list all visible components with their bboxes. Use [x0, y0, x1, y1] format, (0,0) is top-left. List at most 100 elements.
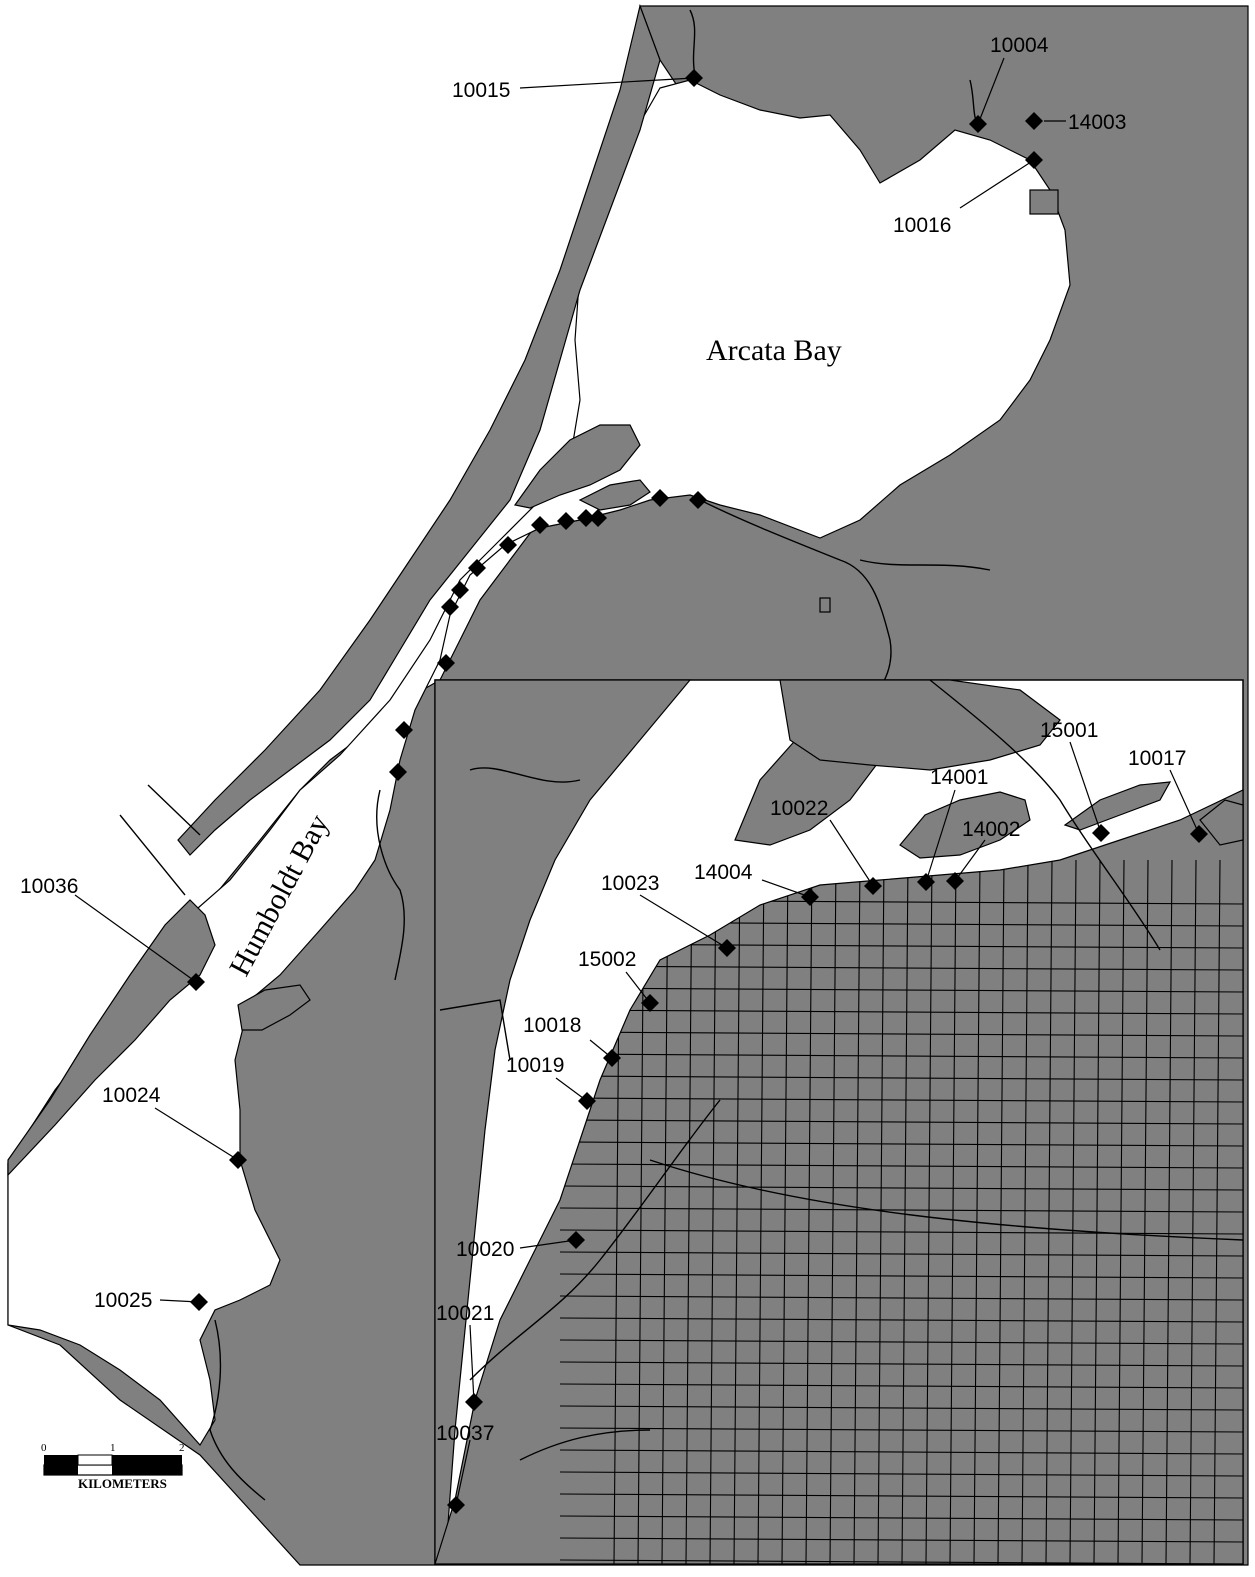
street — [559, 987, 1243, 993]
street — [559, 1559, 1243, 1564]
street — [559, 1339, 1243, 1345]
street — [559, 965, 1243, 971]
street — [559, 1515, 1243, 1521]
scale-tick-0: 0 — [41, 1442, 47, 1454]
station-marker[interactable] — [567, 1231, 585, 1249]
street — [1141, 859, 1149, 1564]
street — [733, 859, 741, 1564]
street — [559, 1493, 1243, 1499]
station-marker[interactable] — [1092, 824, 1110, 842]
island-small — [578, 479, 651, 511]
street — [559, 1449, 1243, 1455]
station-marker[interactable] — [864, 877, 882, 895]
station-marker[interactable] — [589, 509, 607, 527]
station-marker[interactable] — [1025, 112, 1043, 130]
label-10022: 10022 — [770, 797, 828, 820]
leader-lines — [74, 57, 1200, 1506]
street — [559, 1537, 1243, 1543]
island-bay — [237, 984, 311, 1031]
street — [559, 1405, 1243, 1411]
street — [709, 859, 717, 1564]
street — [1021, 859, 1029, 1564]
street — [559, 1229, 1243, 1235]
station-labels: 10015 10004 14003 10016 10036 10024 1002… — [20, 34, 1186, 1445]
label-10018: 10018 — [523, 1014, 581, 1037]
station-marker[interactable] — [389, 763, 407, 781]
station-marker[interactable] — [641, 994, 659, 1012]
street — [559, 1097, 1243, 1103]
station-marker[interactable] — [603, 1049, 621, 1067]
street — [685, 859, 693, 1564]
label-10016: 10016 — [893, 214, 951, 237]
station-marker[interactable] — [801, 888, 819, 906]
station-marker[interactable] — [447, 1496, 465, 1514]
station-marker[interactable] — [437, 654, 455, 672]
station-markers — [187, 69, 1208, 1514]
street — [559, 1075, 1243, 1081]
street — [559, 1163, 1243, 1169]
scale-bar: 0 1 2 KILOMETERS — [41, 1442, 185, 1491]
station-marker[interactable] — [187, 973, 205, 991]
north-spit — [177, 3, 661, 856]
station-marker[interactable] — [577, 509, 595, 527]
station-marker[interactable] — [1190, 825, 1208, 843]
street — [559, 1317, 1243, 1323]
label-15001: 15001 — [1040, 719, 1098, 742]
station-marker[interactable] — [557, 512, 575, 530]
street — [559, 1031, 1243, 1037]
station-marker[interactable] — [229, 1151, 247, 1169]
label-14001: 14001 — [930, 766, 988, 789]
street — [559, 1361, 1243, 1367]
inset-map — [434, 679, 1244, 1565]
station-marker[interactable] — [499, 536, 517, 554]
label-10017: 10017 — [1128, 747, 1186, 770]
station-marker[interactable] — [395, 721, 413, 739]
label-14002: 14002 — [962, 818, 1020, 841]
station-marker[interactable] — [946, 872, 964, 890]
label-14003: 14003 — [1068, 111, 1126, 134]
label-10015: 10015 — [452, 79, 510, 102]
station-marker[interactable] — [685, 69, 703, 87]
scale-tick-2: 2 — [179, 1442, 185, 1454]
station-marker[interactable] — [441, 598, 459, 616]
station-marker[interactable] — [718, 939, 736, 957]
south-spit — [7, 899, 216, 1177]
street — [559, 1009, 1243, 1015]
street — [757, 859, 765, 1564]
street — [559, 1383, 1243, 1389]
street — [805, 859, 813, 1564]
scale-unit: KILOMETERS — [78, 1476, 167, 1491]
street — [1069, 859, 1077, 1564]
label-14004: 14004 — [694, 861, 753, 884]
station-marker[interactable] — [465, 1393, 483, 1411]
station-marker[interactable] — [689, 491, 707, 509]
label-10023: 10023 — [601, 872, 659, 895]
label-10025: 10025 — [94, 1289, 152, 1312]
inset-mainland — [434, 789, 1244, 1565]
label-arcata-bay: Arcata Bay — [706, 334, 842, 367]
street — [901, 859, 909, 1564]
inset-island-woodley — [899, 791, 1031, 859]
station-marker[interactable] — [1025, 151, 1043, 169]
street — [661, 859, 669, 1564]
street — [877, 859, 885, 1564]
station-marker[interactable] — [651, 489, 669, 507]
station-marker[interactable] — [451, 581, 469, 599]
label-10021: 10021 — [436, 1302, 494, 1325]
street — [1093, 859, 1101, 1564]
street — [829, 859, 837, 1564]
station-marker[interactable] — [468, 559, 486, 577]
bay-water — [7, 79, 1071, 1447]
street — [949, 859, 957, 1564]
street — [559, 1141, 1243, 1147]
station-marker[interactable] — [917, 873, 935, 891]
street — [853, 859, 861, 1564]
station-marker[interactable] — [969, 115, 987, 133]
station-marker[interactable] — [190, 1293, 208, 1311]
label-15002: 15002 — [578, 948, 636, 971]
street — [781, 859, 789, 1564]
station-marker[interactable] — [578, 1092, 596, 1110]
station-marker[interactable] — [531, 516, 549, 534]
